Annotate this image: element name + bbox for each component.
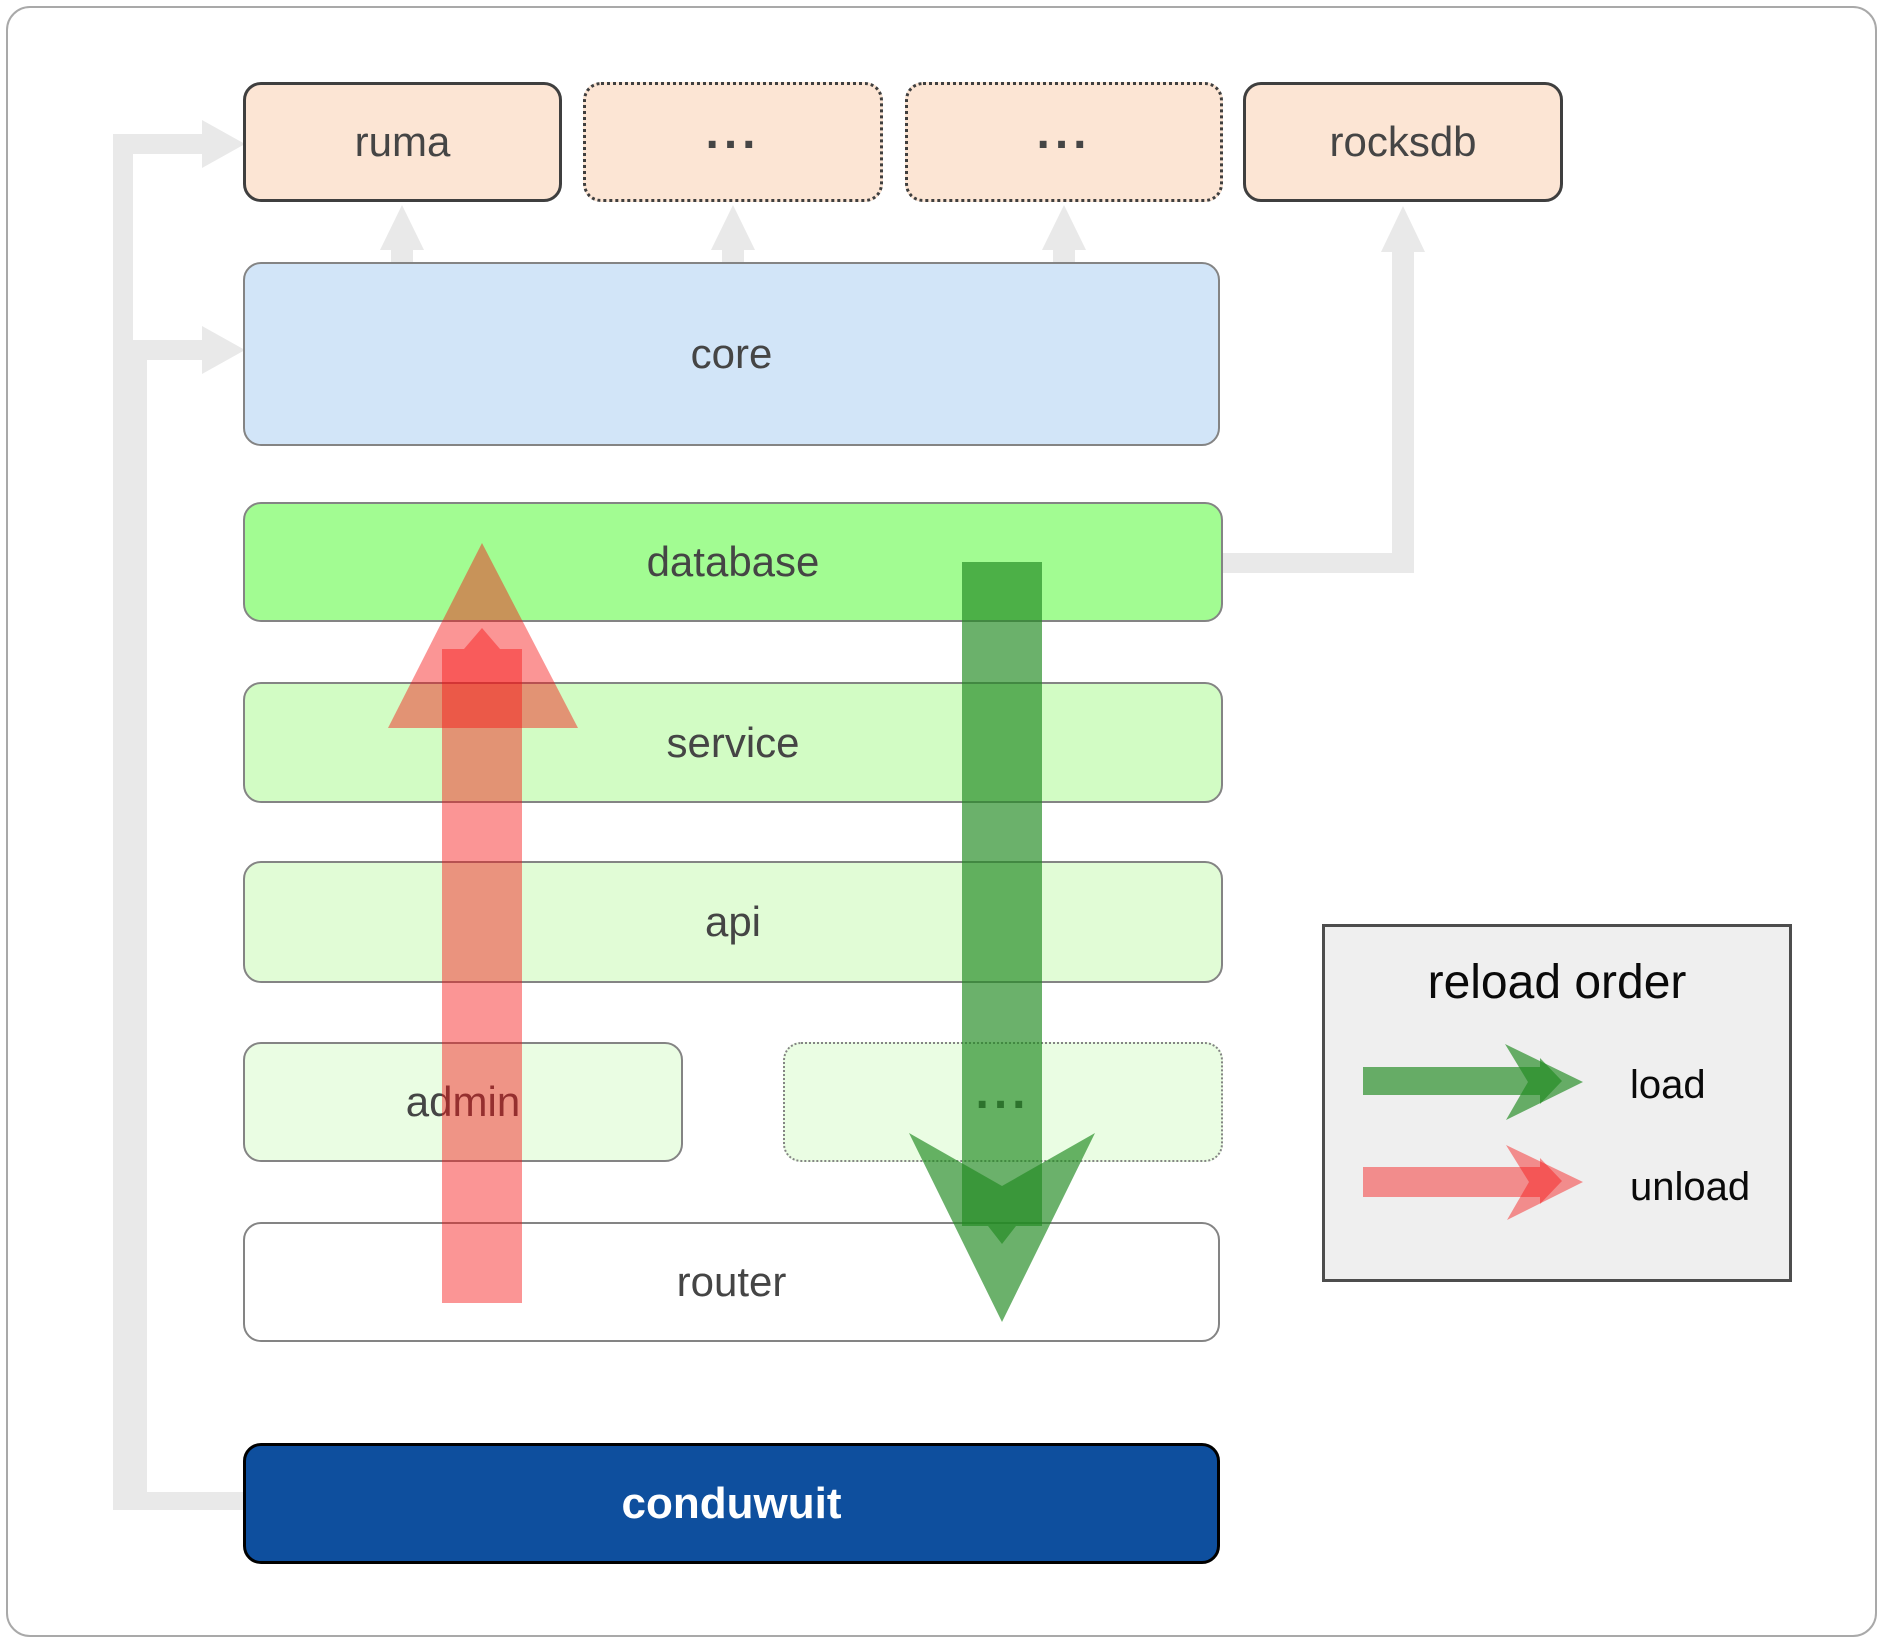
node-core-label: core xyxy=(690,330,773,377)
node-conduwuit-label: conduwuit xyxy=(621,1478,842,1528)
edge-database-to-rocksdb xyxy=(1223,206,1425,573)
legend-unload-label: unload xyxy=(1630,1165,1751,1209)
ellipsis-label: ... xyxy=(705,105,761,159)
node-router: router xyxy=(243,1222,1220,1342)
arrowhead-to-ruma xyxy=(202,120,245,168)
edge-core-to-ellipsis-1 xyxy=(711,205,755,263)
node-ellipsis-top-1: ... xyxy=(583,82,883,202)
arrowhead-up-icon xyxy=(380,205,424,250)
arrowhead-to-core xyxy=(202,326,245,374)
edge-core-to-ruma xyxy=(380,205,424,263)
node-admin-label: admin xyxy=(405,1078,521,1125)
node-database: database xyxy=(243,502,1223,622)
node-conduwuit: conduwuit xyxy=(243,1443,1220,1564)
node-service-label: service xyxy=(666,718,800,766)
ellipsis-label: ... xyxy=(1036,105,1092,159)
legend: reload order load unload xyxy=(1322,924,1792,1282)
node-router-label: router xyxy=(676,1258,787,1305)
arrowhead-to-rocksdb xyxy=(1381,206,1425,252)
node-api-label: api xyxy=(704,898,762,945)
edge-core-to-ellipsis-2 xyxy=(1042,205,1086,263)
node-core: core xyxy=(243,262,1220,446)
arrowhead-up-icon xyxy=(711,205,755,250)
legend-title: reload order xyxy=(1427,956,1687,1009)
node-database-label: database xyxy=(646,538,820,585)
legend-load-label: load xyxy=(1630,1063,1706,1107)
node-ruma: ruma xyxy=(243,82,562,202)
arrowhead-up-icon xyxy=(1042,205,1086,250)
node-api: api xyxy=(243,861,1223,983)
node-ruma-label: ruma xyxy=(354,118,451,165)
edge-conduwuit-to-core xyxy=(127,326,245,1500)
node-rocksdb: rocksdb xyxy=(1243,82,1563,202)
node-admin: admin xyxy=(243,1042,683,1162)
node-ellipsis-top-2: ... xyxy=(905,82,1223,202)
ellipsis-label: ... xyxy=(975,1065,1031,1119)
node-rocksdb-label: rocksdb xyxy=(1329,118,1477,165)
node-ellipsis-admin: ... xyxy=(783,1042,1223,1162)
node-service: service xyxy=(243,682,1223,803)
